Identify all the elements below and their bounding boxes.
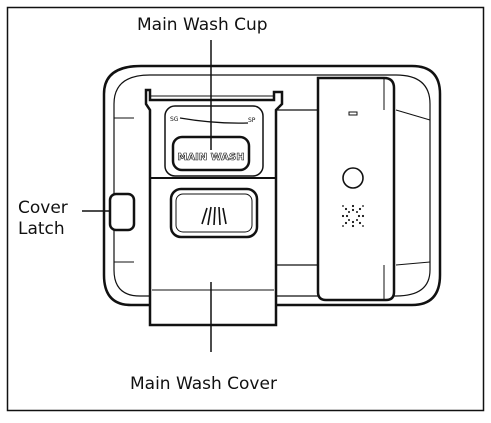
label-cover-latch-line2: Latch bbox=[18, 219, 65, 239]
dispensing-spray-icon bbox=[201, 206, 227, 226]
label-main-wash-cover: Main Wash Cover bbox=[130, 374, 277, 394]
figure-border bbox=[6, 6, 485, 412]
rinse-aid-indicator-icon bbox=[348, 111, 358, 116]
dial-right-mark: SP bbox=[248, 117, 256, 124]
main-wash-dial-text: MAIN WASH bbox=[177, 152, 244, 163]
detergent-cup-icon bbox=[169, 187, 259, 239]
rinse-aid-cap[interactable] bbox=[342, 167, 364, 189]
label-cover-latch-line1: Cover bbox=[18, 198, 68, 218]
rinse-aid-panel bbox=[316, 76, 396, 302]
sparkle-dots-icon bbox=[341, 204, 365, 228]
cover-latch[interactable] bbox=[108, 192, 136, 232]
main-wash-cup: SG SP MAIN WASH bbox=[164, 105, 264, 177]
dial-left-mark: SG bbox=[170, 116, 179, 123]
label-main-wash-cup: Main Wash Cup bbox=[137, 15, 268, 35]
